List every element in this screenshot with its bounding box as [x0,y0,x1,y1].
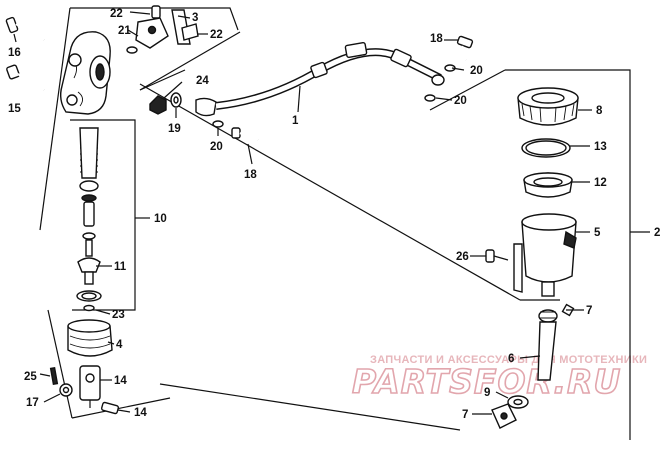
piston-set [76,127,102,312]
callout-15: 14 [114,375,127,387]
callout-8: 8 [596,105,603,117]
hose-clip-lower [507,395,529,409]
callout-3: 3 [192,12,198,24]
callout-22-right: 22 [210,29,223,41]
callout-21: 21 [118,25,131,37]
leader-lines [13,11,592,415]
callout-16: 15 [8,103,21,115]
callout-22-top: 22 [110,8,123,20]
reservoir-hose [537,303,575,381]
callout-2: 2 [654,227,660,239]
callout-25: 25 [24,371,37,383]
callout-13: 13 [594,141,607,153]
callout-12: 12 [594,177,607,189]
callout-24: 24 [196,75,209,87]
callout-18-left: 18 [244,169,257,181]
callout-26: 26 [456,251,469,263]
callout-9: 9 [484,387,490,399]
reservoir-diaphragm [523,172,573,198]
watermark-brand: PARTSFOR.RU [352,362,621,401]
callout-11: 11 [114,261,127,273]
hose-fitting-left [149,92,259,142]
hose-fitting-right [424,35,474,102]
reservoir-cap [517,87,579,126]
callout-7-upper: 7 [586,305,592,317]
callout-7-lower: 7 [462,409,468,421]
callout-20-right-top: 20 [470,65,483,77]
callout-10: 10 [154,213,167,225]
dust-boot [67,319,113,357]
callout-18-right: 18 [430,33,443,45]
master-cylinder-body [59,31,111,115]
bolt-17 [5,16,45,42]
joint-pin [100,401,120,415]
callout-5: 5 [594,227,601,239]
hose-joint-lower [491,403,517,429]
callout-1: 1 [292,115,299,127]
callout-17: 16 [8,47,21,59]
reservoir-joint-top [126,5,199,54]
callout-20-mid: 20 [210,141,223,153]
callout-6: 6 [508,353,514,365]
callout-14: 14 [134,407,147,419]
brake-hose [215,41,442,110]
reservoir-plate [521,138,571,158]
callout-23: 23 [112,309,125,321]
bolt-16 [6,64,45,92]
reservoir-screw [485,249,509,263]
assembly-boundary-lines [39,7,650,440]
callout-labels: 22 3 21 22 16 15 24 19 20 18 1 18 20 20 … [8,8,660,421]
callout-20-right-bottom: 20 [454,95,467,107]
push-rod-joint [79,365,101,408]
joint-nut [59,383,73,397]
callout-19: 17 [26,397,39,409]
callout-20-left: 19 [168,123,181,135]
callout-4: 4 [116,339,123,351]
cotter-pin [49,366,59,386]
watermark-subtitle: ЗАПЧАСТИ И АКСЕССУАРЫ ДЛЯ МОТОТЕХНИКИ [370,354,647,366]
reservoir-tank [513,213,577,297]
